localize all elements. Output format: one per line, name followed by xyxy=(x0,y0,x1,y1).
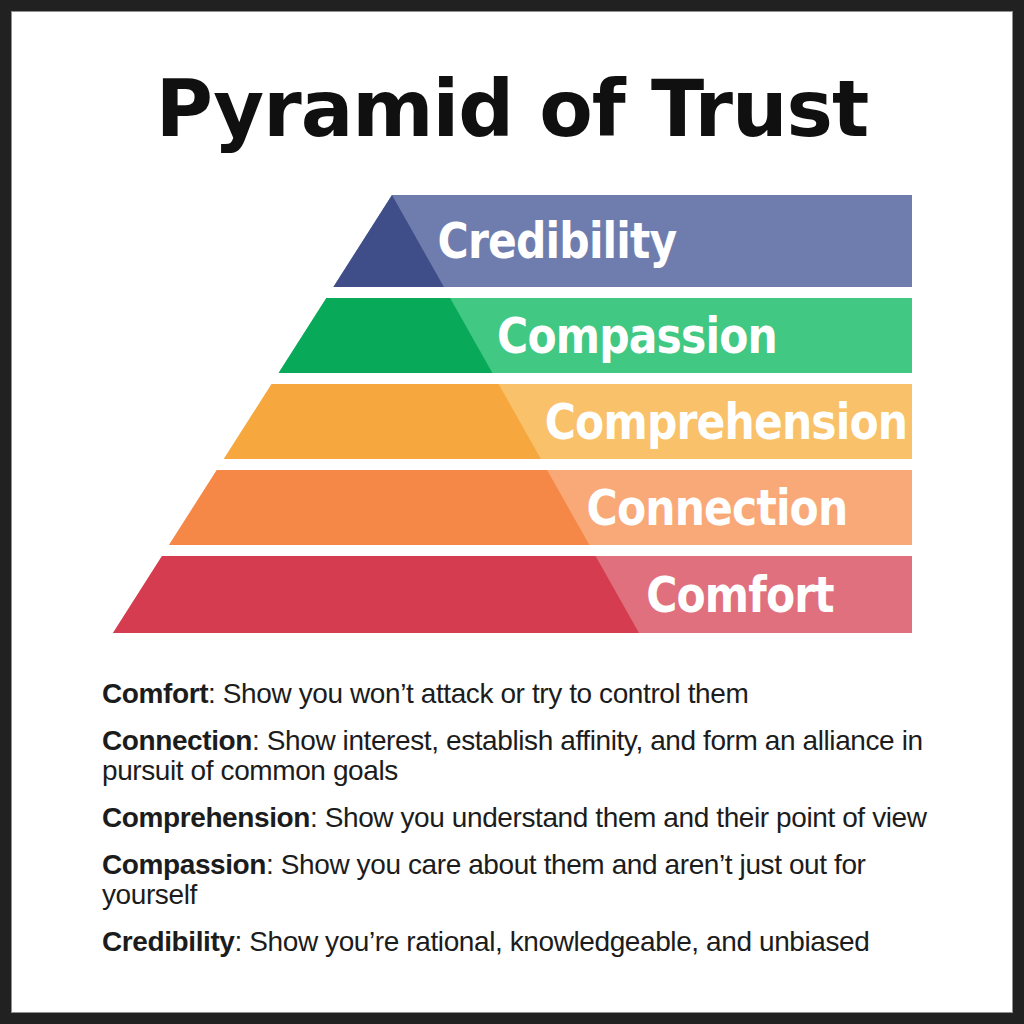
definition-term: Compassion xyxy=(102,849,266,880)
definition-term: Comfort xyxy=(102,678,208,709)
definition-comprehension: Comprehension: Show you understand them … xyxy=(102,803,962,833)
level-label-connection: Connection xyxy=(587,479,848,537)
level-slope-dark xyxy=(224,384,541,459)
definition-credibility: Credibility: Show you’re rational, knowl… xyxy=(102,927,962,957)
definition-term: Connection xyxy=(102,725,252,756)
definitions-list: Comfort: Show you won’t attack or try to… xyxy=(102,679,962,974)
level-label-comfort: Comfort xyxy=(646,566,834,624)
level-label-compassion: Compassion xyxy=(497,307,777,365)
definition-text: : Show you won’t attack or try to contro… xyxy=(208,678,748,709)
definition-term: Comprehension xyxy=(102,802,310,833)
definition-term: Credibility xyxy=(102,926,235,957)
level-slope-dark xyxy=(169,470,589,545)
definition-compassion: Compassion: Show you care about them and… xyxy=(102,850,962,910)
definition-connection: Connection: Show interest, establish aff… xyxy=(102,726,962,786)
definition-text: : Show you’re rational, knowledgeable, a… xyxy=(235,926,870,957)
definition-comfort: Comfort: Show you won’t attack or try to… xyxy=(102,679,962,709)
definition-text: : Show you understand them and their poi… xyxy=(310,802,927,833)
level-label-credibility: Credibility xyxy=(438,212,677,270)
level-label-comprehension: Comprehension xyxy=(545,393,907,451)
level-slope-dark xyxy=(113,556,639,633)
